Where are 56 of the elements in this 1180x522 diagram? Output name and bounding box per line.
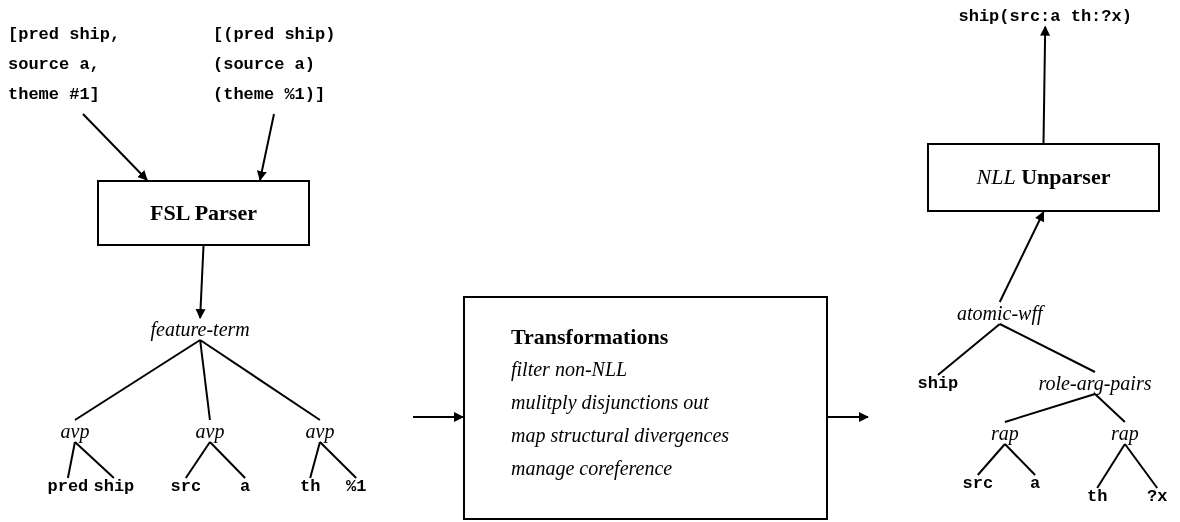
arrow [257,113,275,181]
box-text: mulitply disjunctions out [511,390,710,416]
tree-line [1096,443,1126,489]
tree-line [998,323,1096,373]
arrow [827,412,869,422]
box-heading: Transformations [511,323,670,351]
code-token: %1 [346,478,367,497]
code-token: pred [47,478,89,497]
tree-label: feature-term [150,318,250,340]
arrow [412,412,464,422]
tree-line [1094,393,1126,423]
code-text: [pred ship, source a, theme #1] [8,20,138,110]
tree-label: role-arg-pairs [1038,372,1152,394]
box-label: FSL Parser [150,200,257,226]
arrow [1040,25,1051,144]
tree-label: rap [1111,422,1139,444]
code-token: th [300,478,321,497]
tree-label: rap [991,422,1019,444]
code-text: [(pred ship) (source a) (theme %1)] [213,20,355,110]
box-text: filter non-NLL [511,357,629,383]
code-token: ship [93,478,135,497]
tree-line [936,323,1001,376]
code-token: src [170,478,202,497]
code-token: ?x [1147,488,1168,507]
process-box [927,143,1160,212]
tree-label: avp [195,420,225,442]
arrow [195,245,206,319]
code-token: th [1087,488,1108,507]
code-token: src [962,475,994,494]
tree-line [208,441,247,479]
code-token: ship(src:a th:?x) [958,8,1132,27]
tree-label: atomic-wff [957,302,1043,324]
tree-line [66,441,76,479]
process-box [97,180,310,246]
box-text: manage coreference [511,456,674,482]
arrow [82,113,148,181]
tree-line [309,441,321,479]
arrow [998,211,1045,303]
box-label: NLL Unparser [976,165,1111,190]
tree-line [73,441,115,479]
box-text: map structural divergences [511,423,731,449]
tree-line [318,441,358,479]
tree-label: avp [60,420,90,442]
tree-line [199,339,321,421]
tree-line [1123,443,1159,489]
tree-label: avp [305,420,335,442]
tree-line [73,339,202,421]
process-box [463,296,828,520]
code-token: a [1030,475,1041,494]
tree-line [1003,393,1096,423]
tree-line [199,339,211,421]
code-token: a [240,478,251,497]
tree-line [184,441,211,479]
tree-line [1003,443,1037,476]
tree-line [976,443,1006,476]
code-token: ship [917,375,959,394]
